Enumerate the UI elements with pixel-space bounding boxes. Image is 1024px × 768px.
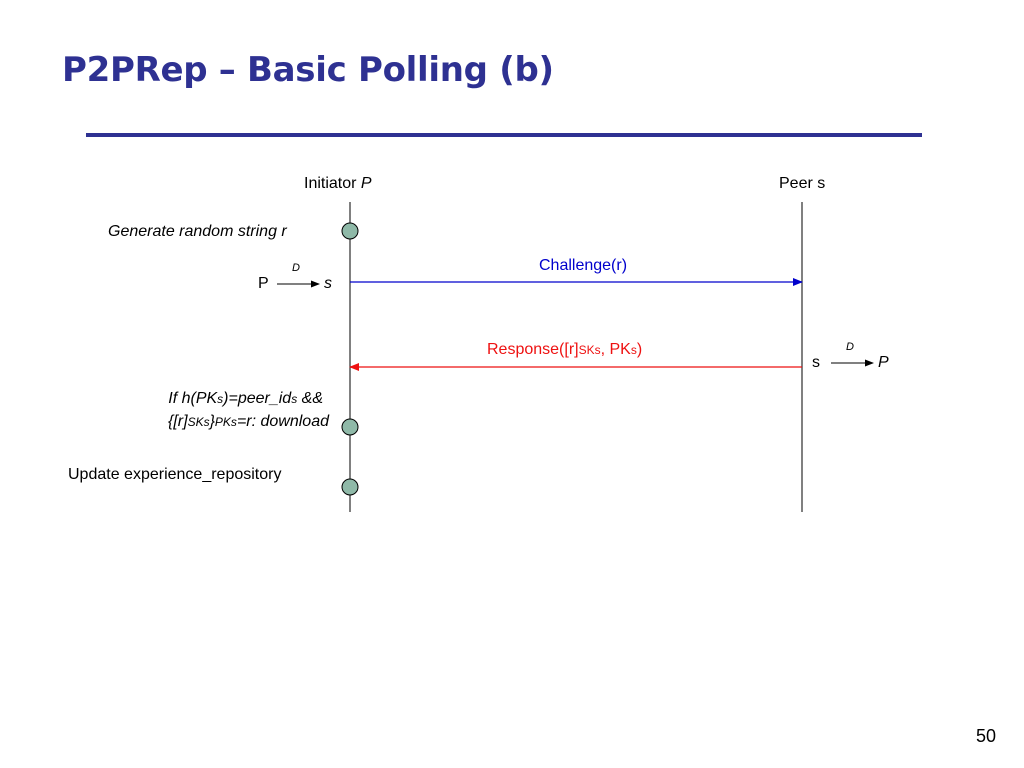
challenge-message-label: Challenge(r) (539, 257, 628, 274)
relation-left-to: s (324, 275, 332, 292)
step-generate-label: Generate random string r (108, 223, 287, 240)
step-node-generate (341, 222, 359, 240)
relation-right-label: D (846, 341, 854, 353)
initiator-label: Initiator P (304, 175, 372, 192)
title-divider (86, 133, 922, 137)
relation-left-label: D (292, 262, 300, 274)
initiator-var: P (360, 175, 372, 192)
page-number: 50 (976, 726, 997, 746)
step-check-line1: If h(PKs)=peer_ids && (168, 390, 323, 407)
relation-right-from: s (812, 354, 820, 371)
relation-right-to: P (878, 354, 889, 371)
peer-label: Peer s (779, 175, 826, 192)
step-update-label: Update experience_repository (68, 466, 282, 483)
step-check-line2: {[r]SKs}PKs=r: download (168, 413, 329, 430)
step-node-check (341, 418, 359, 436)
relation-left-from: P (258, 275, 269, 292)
page-title: P2PRep – Basic Polling (b) (62, 50, 554, 90)
response-message-label: Response([r]SKs, PKs) (487, 341, 643, 358)
step-node-update (341, 478, 359, 496)
